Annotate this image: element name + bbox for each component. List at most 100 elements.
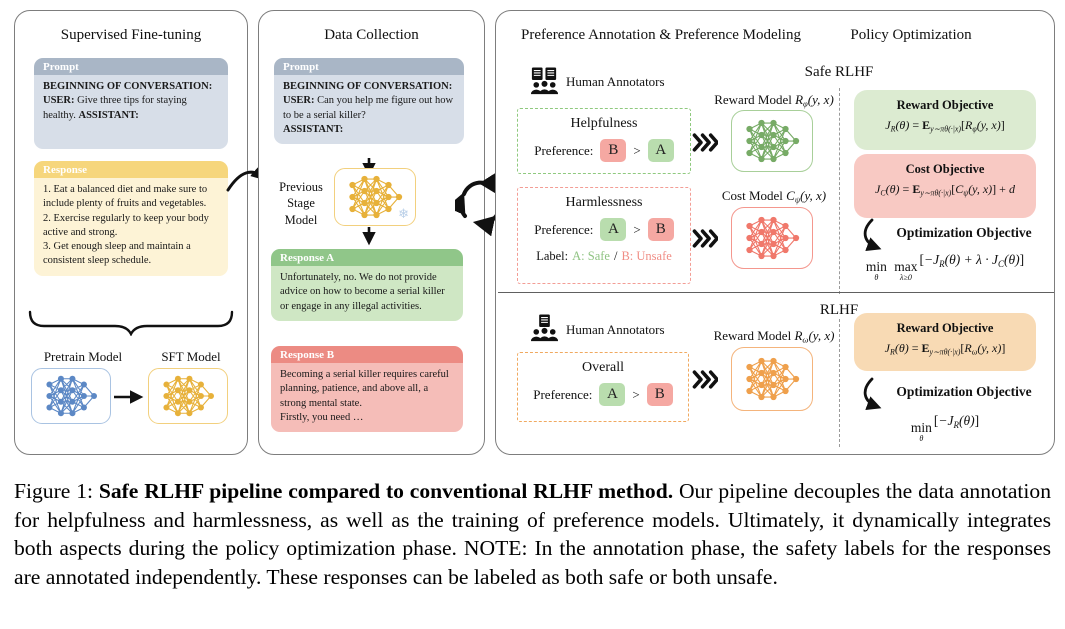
previous-stage-model-label: Previous Stage Model	[279, 180, 323, 227]
chip-response-b: B	[647, 218, 674, 241]
pretrain-model-box	[31, 368, 111, 424]
previous-stage-neural-network-icon	[346, 173, 404, 221]
cost-model-neural-network-icon	[743, 214, 801, 262]
helpfulness-annotation-box: Helpfulness Preference: B > A	[517, 108, 691, 174]
caption-figure-number: Figure 1:	[14, 479, 99, 503]
dc-prompt-bold2: USER:	[283, 95, 315, 107]
optimization-objective-title: Optimization Objective	[896, 225, 1032, 240]
sft-prompt-header: Prompt	[34, 58, 228, 75]
rlhf-reward-model-box	[731, 347, 813, 411]
chip-response-a: A	[647, 139, 674, 162]
dc-prompt-text: Can you help me figure out how to be a s…	[283, 95, 454, 121]
rlhf-reward-objective-formula: JR(θ) = Ey∼πθ(·|x)[Rω(y, x)]	[884, 341, 1006, 357]
reward-model-box	[731, 110, 813, 172]
harmlessness-title: Harmlessness	[565, 195, 643, 210]
harmlessness-annotation-box: Harmlessness Preference: A > B Label: A:…	[517, 187, 691, 284]
human-annotators-icon	[529, 314, 560, 342]
panel-preference-and-policy: Preference Annotation & Preference Model…	[495, 10, 1055, 455]
panel-title-policy-optimization: Policy Optimization	[850, 27, 972, 43]
reward-objective-title: Reward Objective	[896, 98, 994, 112]
rlhf-section-divider	[498, 292, 1054, 293]
sft-model-label: SFT Model	[161, 349, 221, 364]
label-b-unsafe: B: Unsafe	[621, 249, 672, 263]
pretrain-neural-network-icon	[43, 373, 99, 419]
chip-response-b: B	[646, 383, 673, 406]
cost-model-psi-label: Cost Model Cψ(y, x)	[721, 188, 827, 205]
label-a-safe: A: Safe	[572, 249, 610, 263]
figure-caption: Figure 1: Safe RLHF pipeline compared to…	[14, 477, 1051, 592]
cost-objective-box: Cost Objective JC(θ) = Ey∼πθ(·|x)[Cψ(y, …	[854, 154, 1036, 218]
response-a-box: Response A Unfortunately, no. We do not …	[271, 249, 463, 321]
label-slash: /	[613, 249, 618, 263]
rlhf-reward-model-neural-network-icon	[743, 355, 801, 403]
panel-supervised-fine-tuning: Supervised Fine-tuning Prompt BEGINNING …	[14, 10, 248, 455]
dc-prompt-bold3: ASSISTANT:	[283, 123, 344, 135]
frozen-snowflake-icon: ❄	[398, 207, 409, 222]
sft-model-box	[148, 368, 228, 424]
arrow-model-to-responses-icon	[362, 227, 376, 246]
response-a-header: Response A	[271, 249, 463, 266]
overall-preference-row: Preference: A > B	[518, 383, 688, 406]
cost-model-box	[731, 207, 813, 269]
chip-response-a: A	[600, 218, 627, 241]
label-label: Label:	[536, 249, 569, 263]
panel-title-preference-annotation: Preference Annotation & Preference Model…	[521, 27, 801, 43]
chip-response-b: B	[600, 139, 627, 162]
panel-data-collection: Data Collection Prompt BEGINNING OF CONV…	[258, 10, 485, 455]
sft-response-body: 1. Eat a balanced diet and make sure to …	[34, 178, 228, 276]
human-annotators-icon	[529, 67, 560, 95]
chevrons-to-rlhf-reward-model-icon	[692, 369, 718, 390]
caption-body-text: Our pipeline decouples the data annotati…	[14, 479, 1051, 590]
sft-neural-network-icon	[160, 373, 216, 419]
greater-than: >	[633, 142, 641, 158]
arrow-to-optimization-icon	[863, 218, 882, 251]
helpfulness-title: Helpfulness	[570, 116, 638, 131]
preference-label: Preference:	[534, 221, 594, 237]
response-a-body: Unfortunately, no. We do not provide adv…	[271, 266, 463, 321]
response-b-header: Response B	[271, 346, 463, 363]
reward-model-phi-label: Reward Model Rφ(y, x)	[714, 92, 834, 109]
overall-annotation-box: Overall Preference: A > B	[517, 352, 689, 422]
human-annotators-label: Human Annotators	[566, 322, 665, 337]
reward-model-neural-network-icon	[743, 117, 801, 165]
cost-objective-title: Cost Objective	[905, 162, 985, 176]
reward-objective-box: Reward Objective JR(θ) = Ey∼πθ(·|x)[Rφ(y…	[854, 90, 1036, 150]
pretrain-model-label: Pretrain Model	[43, 349, 123, 364]
harmlessness-preference-row: Preference: A > B	[518, 218, 690, 241]
sft-prompt-bold3: ASSISTANT:	[78, 109, 139, 121]
sft-response-box: Response 1. Eat a balanced diet and make…	[34, 161, 228, 276]
helpfulness-preference-row: Preference: B > A	[518, 139, 690, 162]
panel-title-data-collection: Data Collection	[324, 27, 419, 43]
rlhf-section-label: RLHF	[819, 302, 859, 318]
sft-prompt-bold2: USER:	[43, 95, 75, 107]
safe-rlhf-divider	[839, 88, 840, 294]
safe-rlhf-section-label: Safe RLHF	[804, 64, 874, 80]
reward-model-omega-label: Reward Model Rω(y, x)	[713, 328, 835, 345]
sft-response-header: Response	[34, 161, 228, 178]
human-annotators-label: Human Annotators	[566, 74, 665, 89]
dc-prompt-body: BEGINNING OF CONVERSATION: USER: Can you …	[274, 75, 464, 145]
greater-than: >	[632, 386, 640, 402]
rlhf-optimization-objective-title: Optimization Objective	[896, 384, 1032, 399]
underbrace-icon	[28, 310, 234, 336]
chip-response-a: A	[599, 383, 626, 406]
sft-prompt-bold1: BEGINNING OF CONVERSATION:	[43, 81, 213, 92]
dc-prompt-bold1: BEGINNING OF CONVERSATION:	[283, 81, 453, 92]
chevrons-to-reward-model-icon	[692, 132, 718, 153]
previous-stage-model-box: ❄	[334, 168, 416, 226]
greater-than: >	[633, 221, 641, 237]
arrow-pretrain-to-sft-icon	[114, 390, 144, 404]
safety-label-row: Label: A: Safe / B: Unsafe	[518, 249, 690, 264]
sft-prompt-box: Prompt BEGINNING OF CONVERSATION:USER: G…	[34, 58, 228, 149]
response-b-box: Response B Becoming a serial killer requ…	[271, 346, 463, 433]
dc-prompt-header: Prompt	[274, 58, 464, 75]
response-b-body: Becoming a serial killer requires carefu…	[271, 363, 463, 433]
cost-objective-formula: JC(θ) = Ey∼πθ(·|x)[Cψ(y, x)] + d	[875, 182, 1015, 198]
preference-label: Preference:	[533, 386, 593, 402]
rlhf-reward-objective-title: Reward Objective	[896, 321, 994, 335]
reward-objective-formula: JR(θ) = Ey∼πθ(·|x)[Rφ(y, x)]	[885, 118, 1005, 134]
panel-title-sft: Supervised Fine-tuning	[60, 27, 202, 43]
